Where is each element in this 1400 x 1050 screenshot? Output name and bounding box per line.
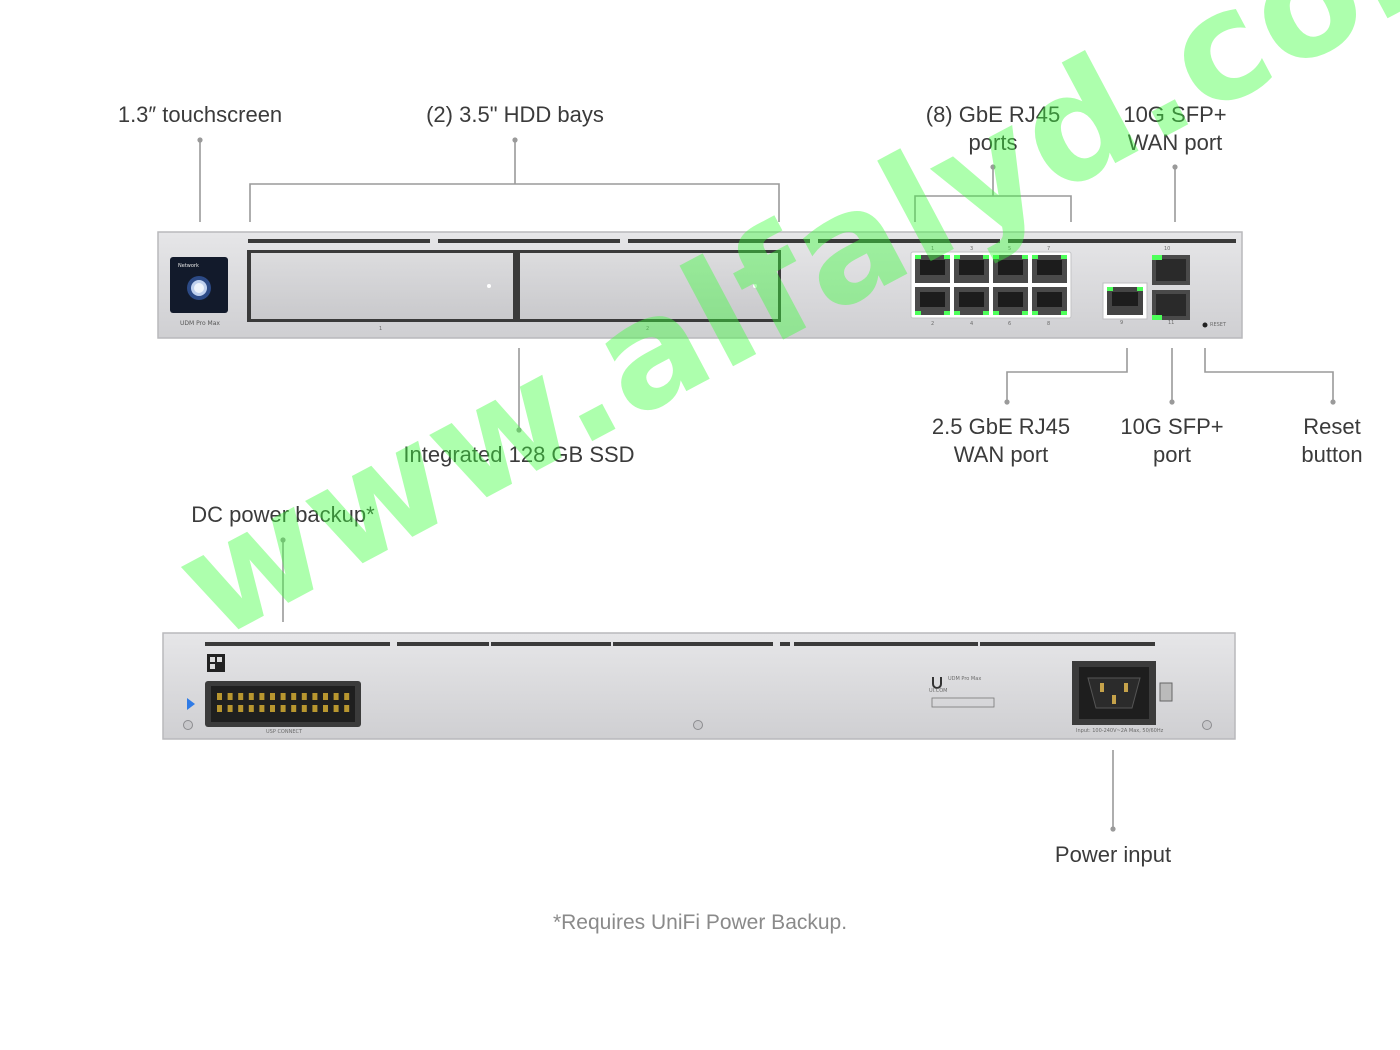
connector-pin (291, 693, 297, 700)
power-input-socket[interactable] (1072, 661, 1156, 725)
connector-pin (248, 705, 254, 712)
screw-icon (693, 720, 703, 730)
connector-pin (333, 705, 339, 712)
callout-wan-2-5gbe: 2.5 GbE RJ45 WAN port (911, 413, 1091, 469)
port-number: 1 (931, 246, 935, 252)
hdd-bay-2[interactable] (515, 250, 781, 322)
callout-reset-line1: Reset (1303, 414, 1361, 439)
rj45-port[interactable] (954, 255, 989, 283)
connector-pin (270, 693, 275, 700)
connector-pin (333, 693, 339, 700)
connector-pin (248, 693, 254, 700)
qr-code (207, 654, 225, 672)
hdd-bay-1[interactable] (247, 250, 517, 322)
connector-pin (217, 693, 222, 700)
rear-brand-label: UI.COM (929, 688, 948, 694)
power-spec-label: Input: 100-240V~2A Max, 50/60Hz (1076, 728, 1164, 734)
connector-pin (312, 705, 318, 712)
callout-sfp-port: 10G SFP+ port (1097, 413, 1247, 469)
bay-1-number: 1 (379, 326, 383, 332)
rj45-port[interactable] (954, 287, 989, 315)
screw-icon (1202, 720, 1212, 730)
connector-pin (323, 705, 328, 712)
connector-pin (301, 705, 307, 712)
front-panel (157, 231, 1243, 339)
rj45-port[interactable] (915, 287, 950, 315)
rj45-port[interactable] (1032, 287, 1067, 315)
rj45-port[interactable] (993, 255, 1028, 283)
rj45-port[interactable] (1032, 255, 1067, 283)
status-led-icon (187, 698, 195, 710)
callout-hdd-bays: (2) 3.5" HDD bays (426, 102, 604, 127)
ground-terminal (1159, 682, 1173, 702)
port-number: 6 (1008, 321, 1012, 327)
connector-pin (270, 705, 275, 712)
connector-pin (227, 693, 233, 700)
port-number: 7 (1047, 246, 1051, 252)
connector-pin (259, 705, 265, 712)
gbe-rj45-ports (910, 251, 1072, 319)
connector-pin (323, 693, 328, 700)
connector-pin (227, 705, 233, 712)
connector-pin (238, 693, 244, 700)
sfp-port[interactable] (1152, 290, 1190, 320)
port-number: 2 (931, 321, 935, 327)
connector-pin (217, 705, 222, 712)
sfp-bottom-number: 11 (1168, 320, 1175, 326)
dc-power-backup-connector[interactable] (205, 681, 361, 727)
wan-2-5gbe-port[interactable] (1102, 282, 1148, 320)
callout-sfp-wan-line1: 10G SFP+ (1123, 102, 1227, 127)
connector-pin (344, 693, 350, 700)
rj45-port[interactable] (993, 287, 1028, 315)
callout-dc-power: DC power backup* (191, 502, 375, 527)
usp-connect-label: USP CONNECT (266, 729, 303, 735)
port-number: 8 (1047, 321, 1051, 327)
callout-power-input: Power input (1054, 842, 1172, 867)
reset-button[interactable] (1202, 322, 1208, 328)
callout-lines (199, 140, 1334, 829)
port-number: 5 (1008, 246, 1012, 252)
callout-touchscreen: 1.3″ touchscreen (117, 102, 283, 127)
connector-pin (344, 705, 350, 712)
rear-model-label: UDM Pro Max (948, 676, 982, 682)
callout-sfp-wan: 10G SFP+ WAN port (1095, 101, 1255, 157)
port-number: 3 (970, 246, 974, 252)
callout-reset-line2: button (1301, 442, 1363, 467)
callout-gbe-ports-line2: ports (968, 130, 1018, 155)
sfp-wan-port[interactable] (1152, 255, 1190, 285)
callout-ssd: Integrated 128 GB SSD (403, 442, 635, 467)
ubiquiti-logo-icon (932, 677, 942, 689)
certification-marks-icon (931, 697, 995, 708)
callout-sfp-port-line2: port (1153, 442, 1191, 467)
callout-wan25-line1: 2.5 GbE RJ45 (931, 414, 1071, 439)
callout-reset: Reset button (1272, 413, 1392, 469)
callout-sfp-wan-line2: WAN port (1127, 130, 1223, 155)
wan-port-number: 9 (1120, 320, 1124, 326)
model-label: UDM Pro Max (180, 320, 220, 327)
connector-pin (312, 693, 318, 700)
connector-pin (280, 693, 286, 700)
connector-pin (280, 705, 286, 712)
rj45-port[interactable] (915, 255, 950, 283)
sfp-top-number: 10 (1164, 246, 1171, 252)
bay-2-number: 2 (646, 326, 650, 332)
callout-gbe-ports: (8) GbE RJ45 ports (893, 101, 1093, 157)
connector-pin (301, 693, 307, 700)
connector-pin (238, 705, 244, 712)
callout-gbe-ports-line1: (8) GbE RJ45 (925, 102, 1061, 127)
footnote: *Requires UniFi Power Backup. (552, 911, 848, 934)
callout-sfp-port-line1: 10G SFP+ (1120, 414, 1224, 439)
rear-panel (162, 632, 1236, 740)
callout-dots (197, 137, 1336, 832)
screen-brand: Network (178, 263, 199, 269)
touchscreen[interactable] (170, 257, 228, 313)
port-number: 4 (970, 321, 974, 327)
reset-label: RESET (1210, 322, 1227, 328)
callout-wan25-line2: WAN port (953, 442, 1049, 467)
connector-pin (259, 693, 265, 700)
connector-pin (291, 705, 297, 712)
screw-icon (183, 720, 193, 730)
